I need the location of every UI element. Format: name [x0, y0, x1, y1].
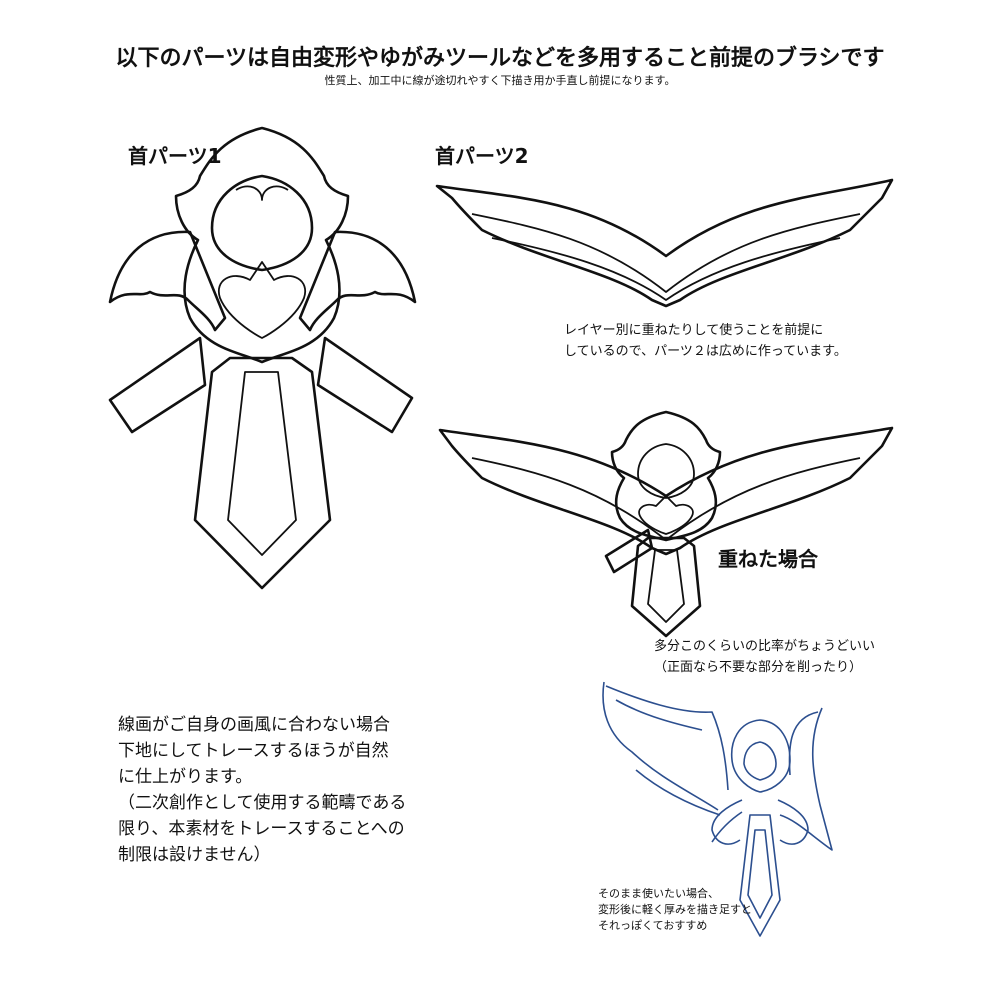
page-subtitle: 性質上、加工中に線が途切れやすく下描き用か手直し前提になります。: [324, 74, 676, 87]
trace-note-line: 限り、本素材をトレースすることへの: [118, 819, 405, 839]
overlap-label: 重ねた場合: [718, 547, 818, 571]
trace-note-line: に仕上がります。: [118, 767, 253, 787]
trace-note-line: （二次創作として使用する範疇である: [118, 793, 407, 813]
layer-note-line: レイヤー別に重ねたりして使うことを前提に: [564, 323, 824, 338]
usage-note: そのまま使いたい場合、 変形後に軽く厚みを描き足すと それっぽくておすすめ: [598, 886, 752, 934]
trace-note: 線画がご自身の画風に合わない場合 下地にしてトレースするほうが自然 に仕上がりま…: [118, 712, 406, 868]
trace-note-line: 線画がご自身の画風に合わない場合: [118, 715, 390, 735]
trace-note-line: 下地にしてトレースするほうが自然: [118, 741, 389, 761]
layer-note-line: しているので、パーツ２は広めに作っています。: [564, 344, 847, 359]
layer-note: レイヤー別に重ねたりして使うことを前提に しているので、パーツ２は広めに作ってい…: [564, 320, 847, 362]
ratio-note-line: （正面なら不要な部分を削ったり）: [654, 660, 863, 675]
ratio-note-line: 多分このくらいの比率がちょうどいい: [654, 639, 876, 654]
neck-part-1-illustration: [108, 126, 417, 590]
ratio-note: 多分このくらいの比率がちょうどいい （正面なら不要な部分を削ったり）: [654, 636, 875, 678]
blue-sketch-illustration: [602, 681, 833, 937]
neck-part-1-label: 首パーツ1: [128, 144, 222, 168]
overlap-illustration: [438, 410, 894, 638]
usage-note-line: そのまま使いたい場合、: [598, 887, 719, 900]
neck-part-2-illustration: [435, 178, 894, 308]
page-title: 以下のパーツは自由変形やゆがみツールなどを多用すること前提のブラシです: [115, 46, 885, 71]
neck-part-2-label: 首パーツ2: [435, 144, 529, 168]
usage-note-line: 変形後に軽く厚みを描き足すと: [598, 903, 752, 916]
trace-note-line: 制限は設けません）: [118, 845, 271, 865]
usage-note-line: それっぽくておすすめ: [598, 919, 708, 932]
